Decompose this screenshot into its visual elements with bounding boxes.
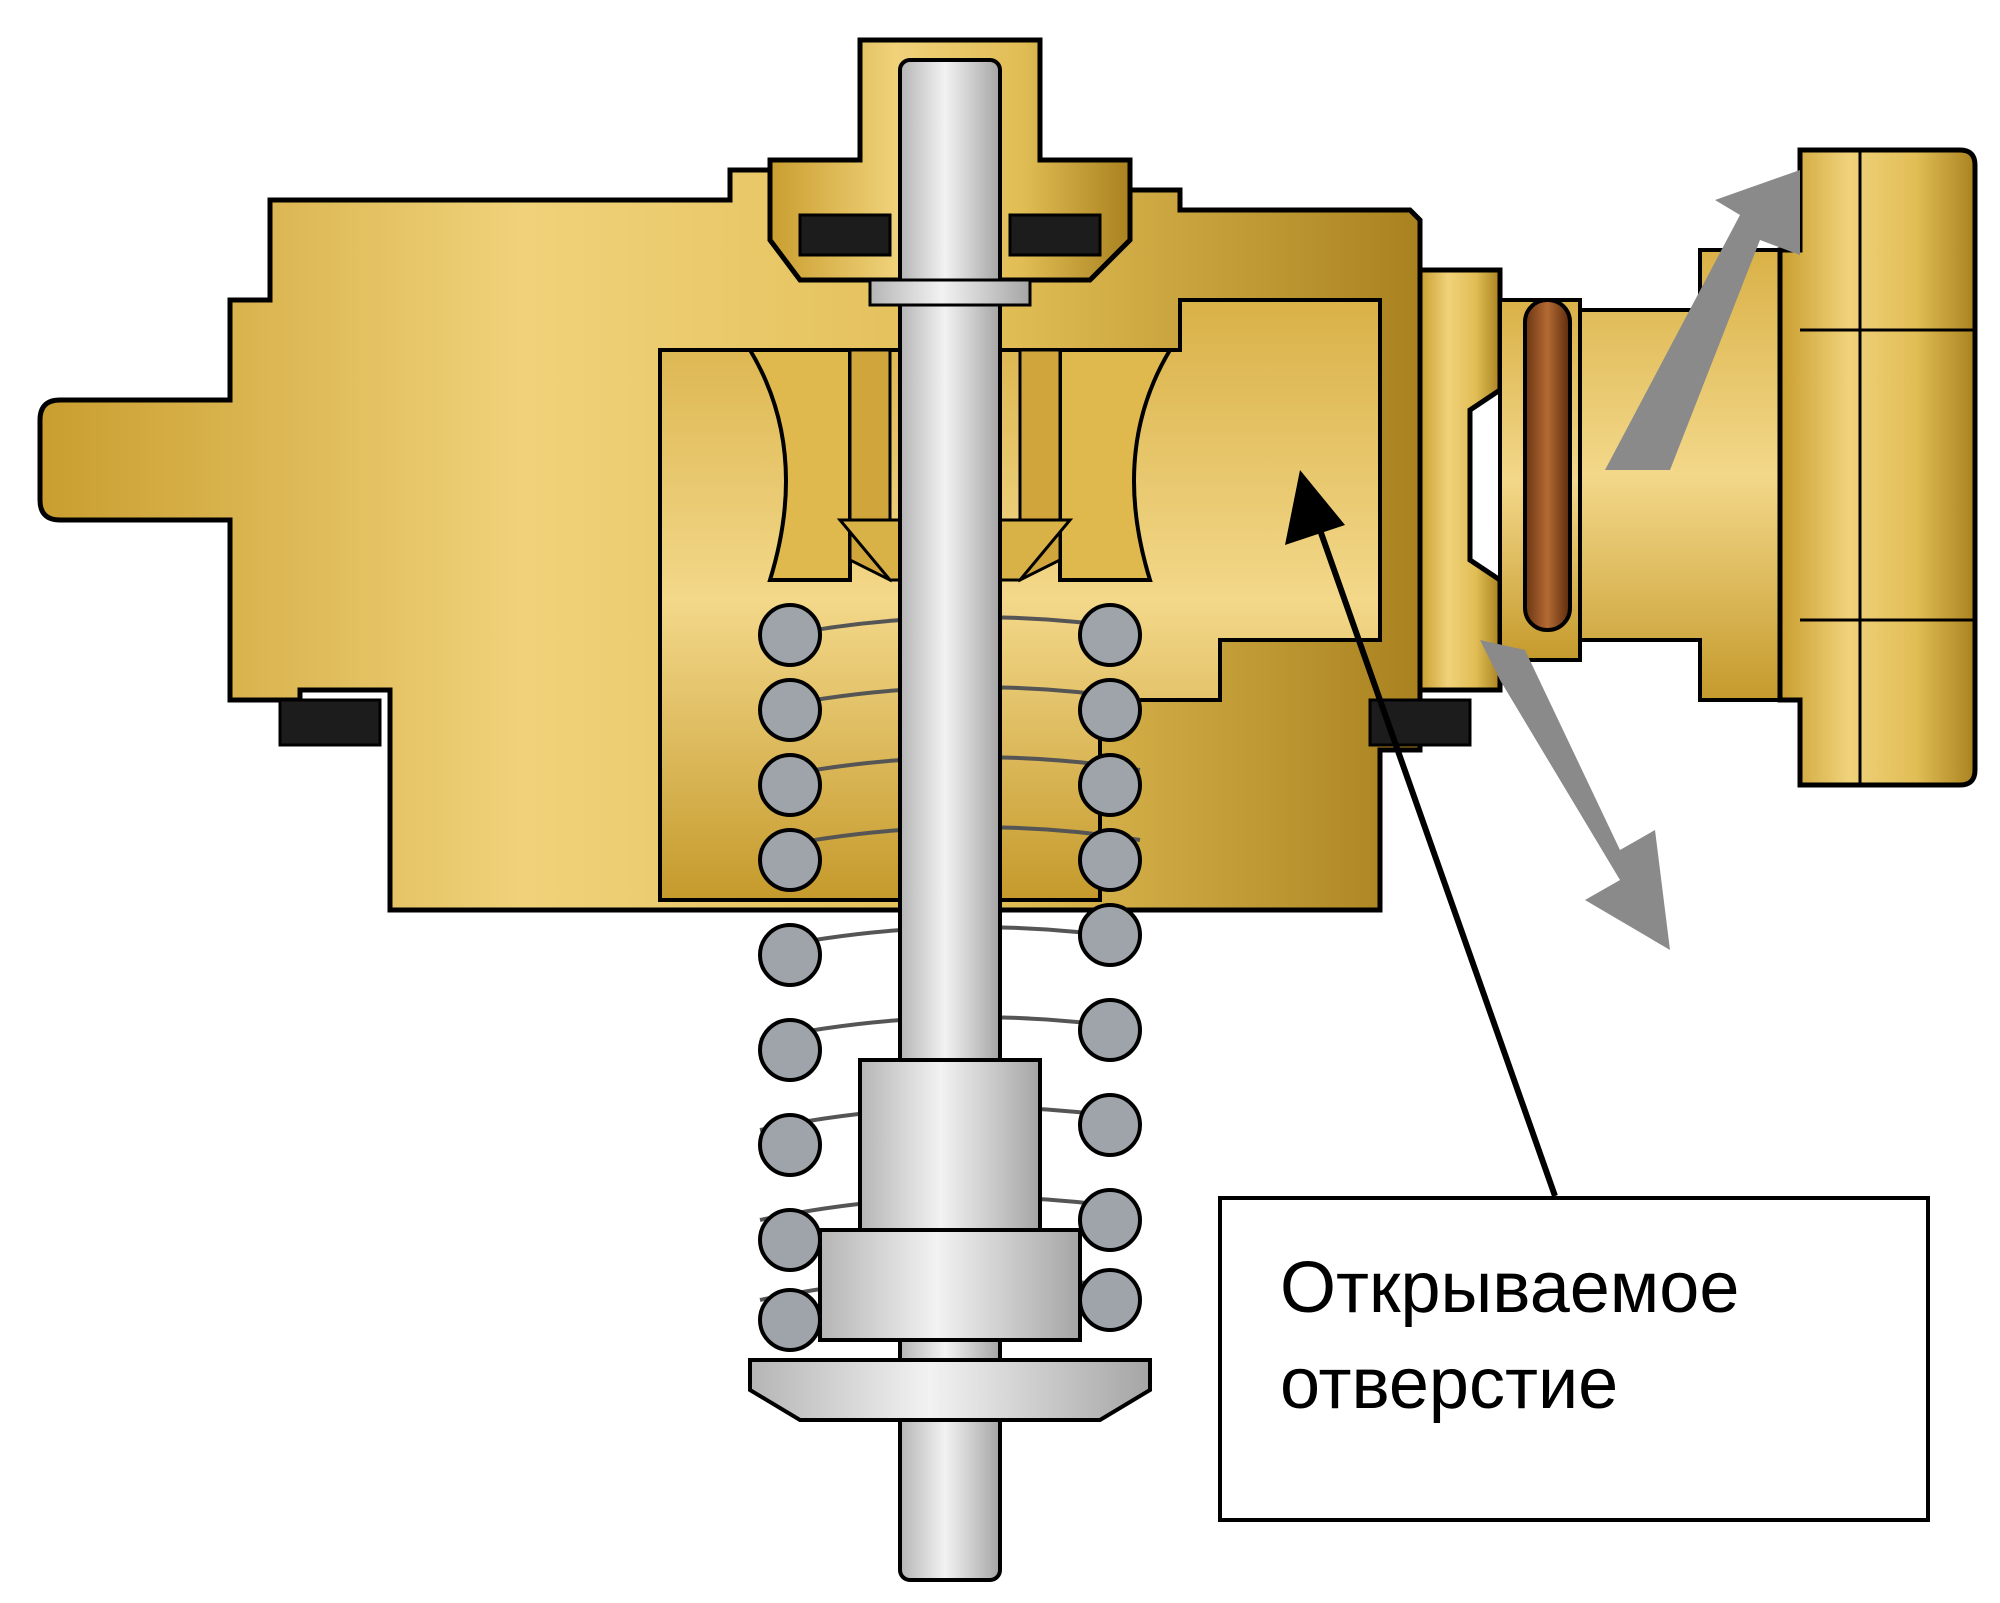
cap-seal-right bbox=[1008, 213, 1102, 257]
stem-sleeve bbox=[858, 1058, 1042, 1232]
callout-box bbox=[1218, 1196, 1930, 1522]
body-seal-left bbox=[278, 698, 382, 747]
outlet-stem bbox=[1578, 248, 1792, 702]
o-ring bbox=[1523, 298, 1572, 632]
callout-line-1: Открываемое bbox=[1280, 1248, 1740, 1328]
stem-collar bbox=[868, 278, 1032, 307]
outlet-fitting bbox=[1417, 267, 1503, 693]
seat-left bbox=[746, 348, 852, 582]
stem-retainer bbox=[818, 1228, 1082, 1342]
callout-leader bbox=[1285, 470, 1558, 1197]
callout-line-2: отверстие bbox=[1280, 1344, 1619, 1424]
outlet-nut bbox=[1777, 147, 1978, 788]
flow-arrows bbox=[1480, 170, 1800, 950]
callout-label: Открываемое отверстие bbox=[1280, 1240, 1920, 1432]
spring-seat bbox=[748, 1358, 1152, 1422]
cap-seal-left bbox=[798, 213, 892, 257]
seat-right bbox=[1058, 348, 1174, 582]
